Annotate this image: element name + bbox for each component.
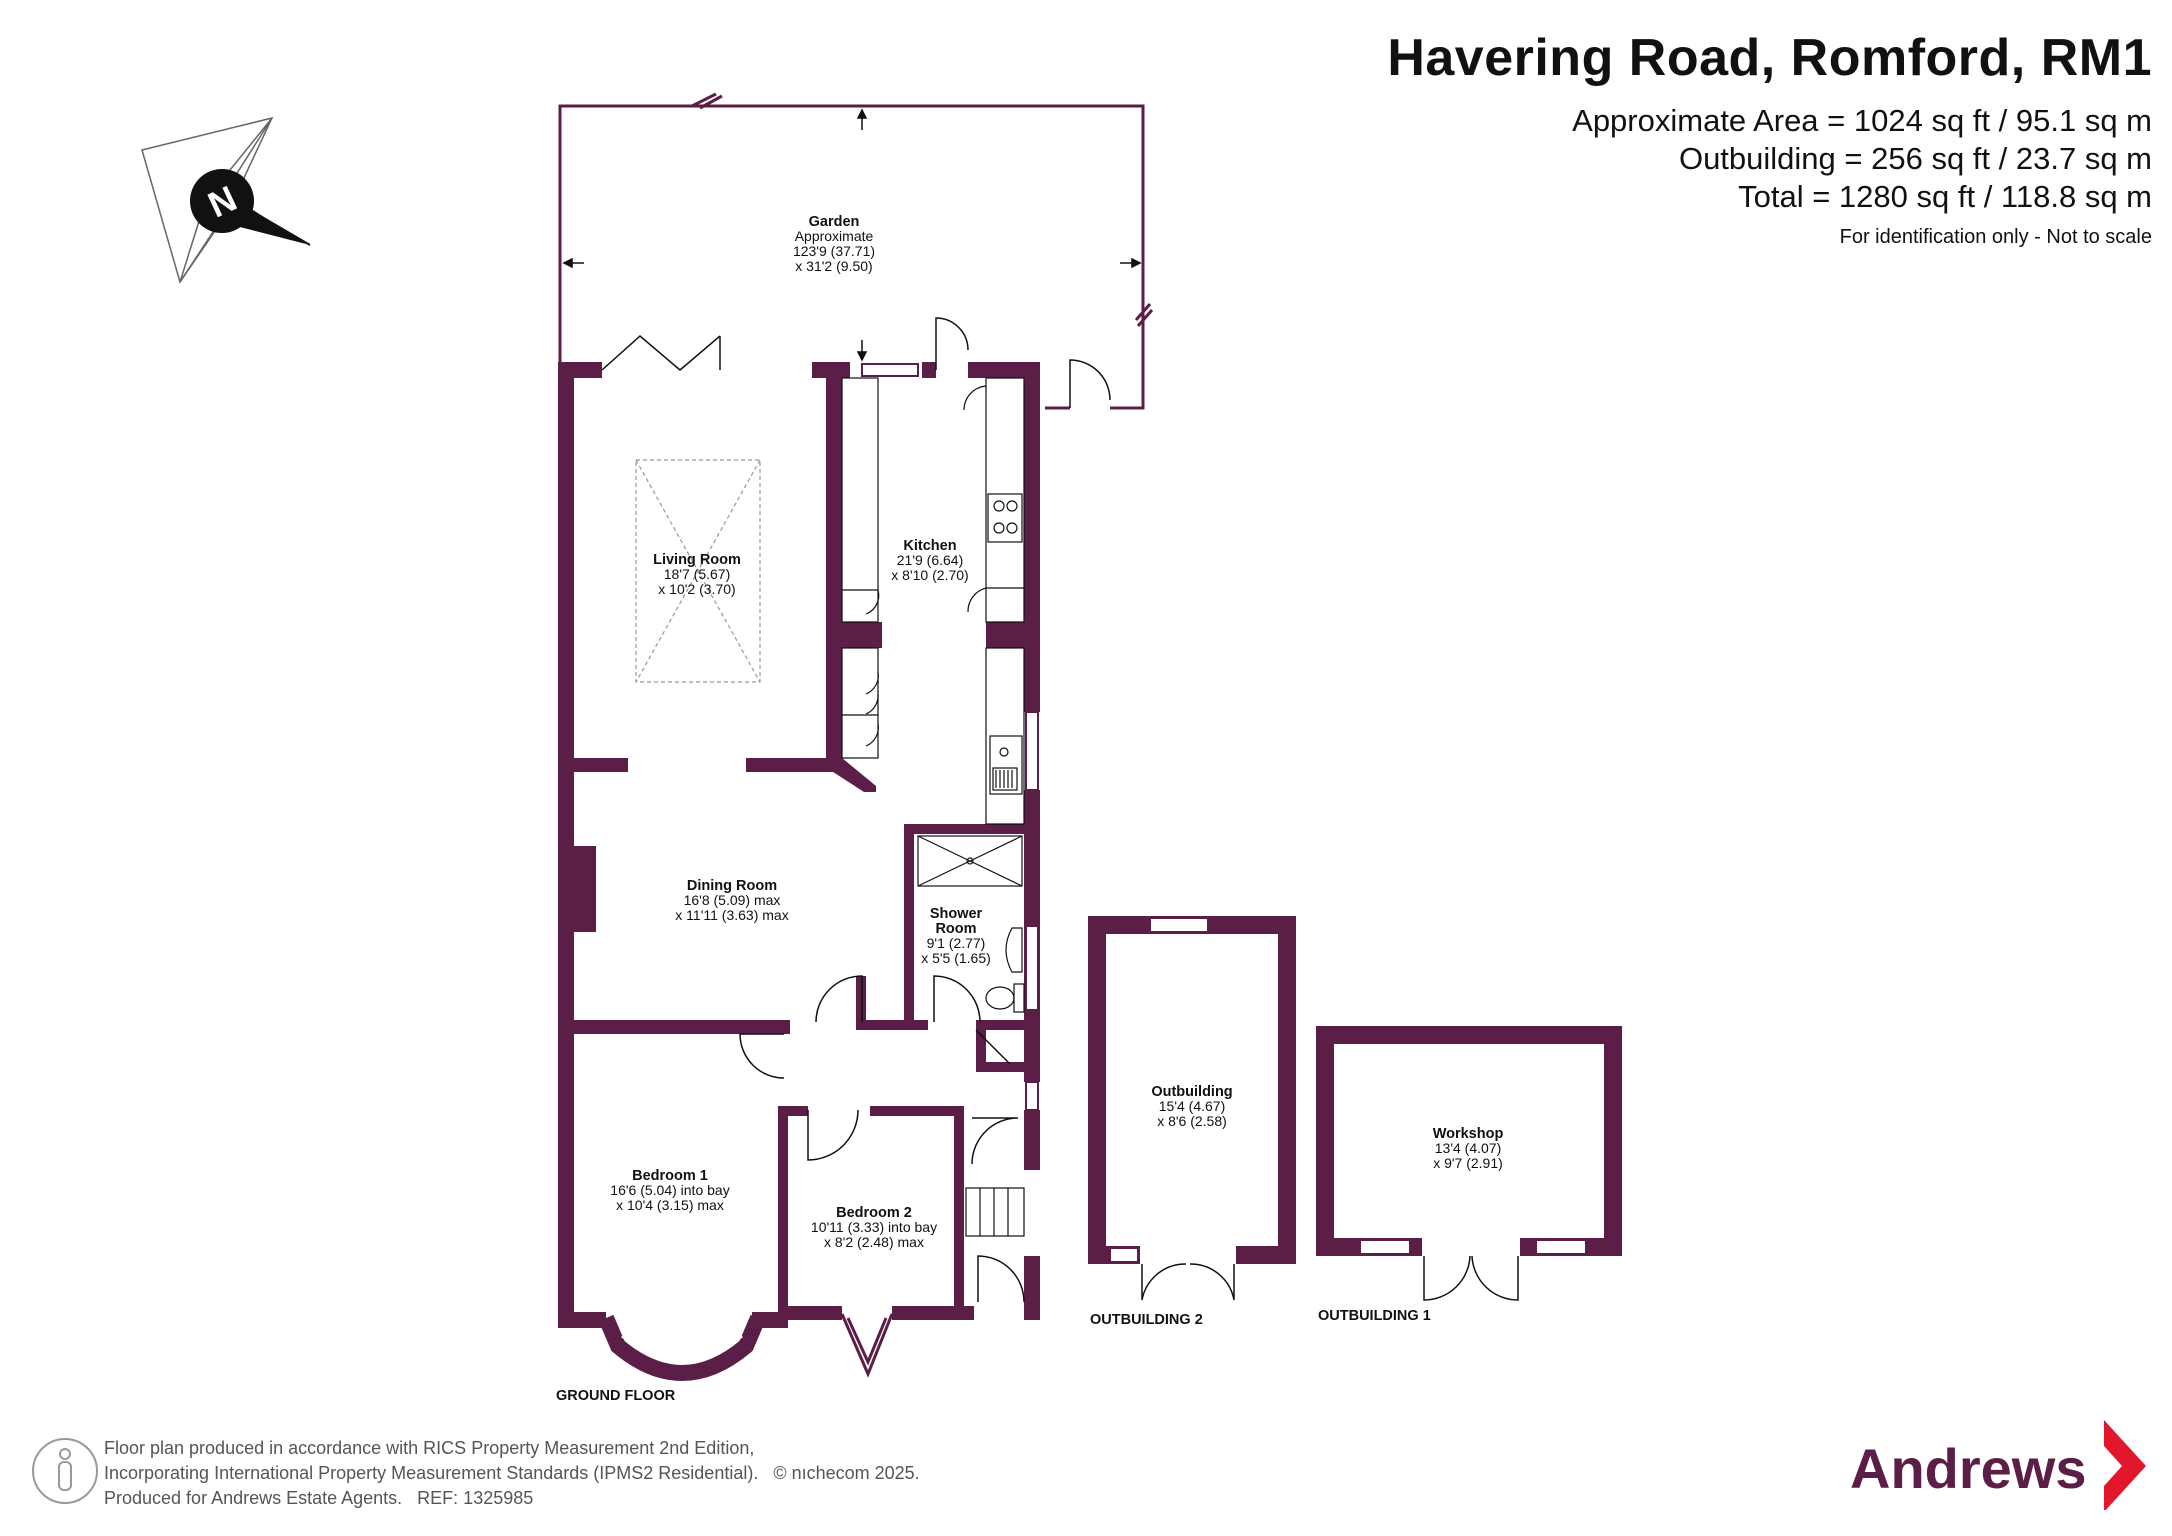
- living-skylight: [635, 459, 761, 683]
- stairs: [965, 1187, 1025, 1237]
- outbuilding-label: Outbuilding 15'4 (4.67) x 8'6 (2.58): [1151, 1084, 1232, 1129]
- svg-text:x 11'11 (3.63) max: x 11'11 (3.63) max: [675, 907, 788, 923]
- svg-text:x 8'6 (2.58): x 8'6 (2.58): [1157, 1113, 1227, 1129]
- plan-header: Havering Road, Romford, RM1 Approximate …: [1387, 28, 2152, 249]
- hob-icon: [987, 493, 1023, 543]
- living-bifold-doors: [601, 335, 721, 371]
- sink-icon: [989, 735, 1023, 795]
- brand-chevron-icon: [2104, 1420, 2146, 1510]
- footer-line-2: Incorporating International Property Mea…: [104, 1463, 920, 1483]
- outbuilding2-floor-label: OUTBUILDING 2: [1090, 1312, 1203, 1328]
- kitchen-units: [841, 377, 1025, 825]
- svg-text:21'9 (6.64): 21'9 (6.64): [897, 552, 964, 568]
- svg-text:x 10'2 (3.70): x 10'2 (3.70): [658, 581, 735, 597]
- svg-text:16'6 (5.04) into bay: 16'6 (5.04) into bay: [610, 1182, 729, 1198]
- svg-text:Room: Room: [935, 921, 976, 937]
- bedroom1-label: Bedroom 1 16'6 (5.04) into bay x 10'4 (3…: [610, 1168, 729, 1213]
- garden-label: Garden Approximate 123'9 (37.71) x 31'2 …: [793, 214, 875, 274]
- andrews-logo: Andrews: [1850, 1420, 2146, 1510]
- svg-text:x 10'4 (3.15) max: x 10'4 (3.15) max: [616, 1197, 724, 1213]
- property-title: Havering Road, Romford, RM1: [1387, 29, 2152, 87]
- svg-text:10'11 (3.33) into bay: 10'11 (3.33) into bay: [811, 1219, 937, 1235]
- compass-icon: N: [141, 116, 311, 284]
- svg-text:Approximate: Approximate: [795, 228, 874, 244]
- svg-text:x 31'2 (9.50): x 31'2 (9.50): [795, 258, 872, 274]
- person-icon: [32, 1438, 98, 1504]
- footer-line-1: Floor plan produced in accordance with R…: [104, 1438, 755, 1458]
- outbuilding2-windows: [1109, 917, 1209, 1263]
- workshop-label: Workshop 13'4 (4.07) x 9'7 (2.91): [1433, 1126, 1504, 1171]
- outbuilding1-floor-label: OUTBUILDING 1: [1318, 1308, 1431, 1324]
- svg-text:Kitchen: Kitchen: [903, 538, 956, 554]
- svg-text:13'4 (4.07): 13'4 (4.07): [1435, 1140, 1502, 1156]
- svg-text:Living Room: Living Room: [653, 552, 741, 568]
- svg-text:123'9 (37.71): 123'9 (37.71): [793, 243, 875, 259]
- bedroom2-bay-window: [840, 1313, 894, 1378]
- bedroom2-label: Bedroom 2 10'11 (3.33) into bay x 8'2 (2…: [811, 1205, 937, 1250]
- kitchen-label: Kitchen 21'9 (6.64) x 8'10 (2.70): [891, 538, 968, 583]
- svg-text:Garden: Garden: [809, 214, 860, 230]
- approximate-area: Approximate Area = 1024 sq ft / 95.1 sq …: [1572, 103, 2152, 138]
- svg-text:x 9'7 (2.91): x 9'7 (2.91): [1433, 1155, 1503, 1171]
- svg-text:9'1 (2.77): 9'1 (2.77): [927, 935, 986, 951]
- svg-text:Dining Room: Dining Room: [687, 878, 777, 894]
- kitchen-garden-door: [935, 317, 969, 370]
- svg-text:Bedroom 2: Bedroom 2: [836, 1205, 912, 1221]
- svg-text:Workshop: Workshop: [1433, 1126, 1504, 1142]
- identification-note: For identification only - Not to scale: [1839, 226, 2152, 248]
- internal-doors: [739, 975, 1025, 1303]
- wc-icon: [985, 983, 1025, 1013]
- ground-floor-label: GROUND FLOOR: [556, 1388, 676, 1404]
- outbuilding-area: Outbuilding = 256 sq ft / 23.7 sq m: [1678, 141, 2152, 176]
- shower-tray-icon: [917, 835, 1023, 887]
- svg-text:Bedroom 1: Bedroom 1: [632, 1168, 708, 1184]
- svg-text:x 8'10 (2.70): x 8'10 (2.70): [891, 567, 968, 583]
- garden-dimension-arrows: [562, 108, 1142, 362]
- basin-icon: [1005, 927, 1023, 973]
- living-room-label: Living Room 18'7 (5.67) x 10'2 (3.70): [653, 552, 741, 597]
- svg-text:18'7 (5.67): 18'7 (5.67): [664, 566, 731, 582]
- brand-name: Andrews: [1850, 1437, 2087, 1500]
- shower-room-label: Shower Room 9'1 (2.77) x 5'5 (1.65): [921, 906, 991, 966]
- windows: [861, 363, 1039, 1111]
- workshop-windows: [1359, 1239, 1587, 1255]
- svg-text:15'4 (4.67): 15'4 (4.67): [1159, 1098, 1226, 1114]
- workshop-doors: [1423, 1255, 1519, 1301]
- svg-text:Outbuilding: Outbuilding: [1151, 1084, 1232, 1100]
- footer-text: Floor plan produced in accordance with R…: [104, 1436, 920, 1511]
- svg-text:Shower: Shower: [930, 906, 983, 922]
- bedroom1-bay-window: [598, 1314, 766, 1381]
- garden-gate: [1069, 359, 1111, 408]
- svg-text:x 5'5 (1.65): x 5'5 (1.65): [921, 950, 991, 966]
- dining-room-label: Dining Room 16'8 (5.09) max x 11'11 (3.6…: [675, 878, 788, 923]
- house-walls: [558, 362, 1040, 1328]
- total-area: Total = 1280 sq ft / 118.8 sq m: [1738, 179, 2152, 214]
- outbuilding2-doors: [1141, 1263, 1235, 1301]
- svg-text:x 8'2 (2.48) max: x 8'2 (2.48) max: [824, 1234, 924, 1250]
- footer-line-3: Produced for Andrews Estate Agents. REF:…: [104, 1488, 534, 1508]
- garden-outline: [558, 92, 1154, 410]
- svg-text:16'8 (5.09) max: 16'8 (5.09) max: [684, 892, 781, 908]
